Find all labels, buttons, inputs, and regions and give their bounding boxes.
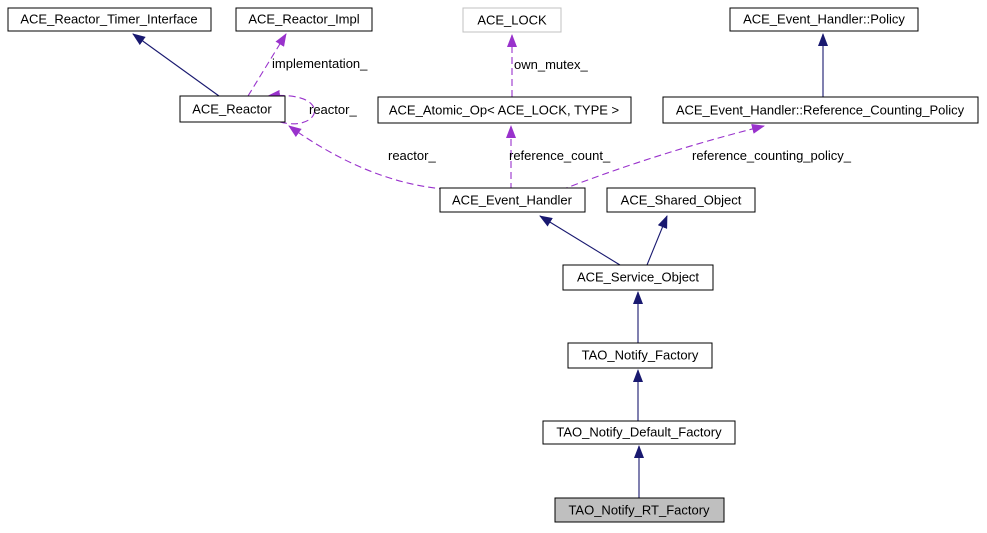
node-box — [567, 342, 713, 369]
node-label: ACE_Event_Handler — [452, 193, 573, 208]
edge-label-reactor-self: reactor_ — [309, 102, 357, 117]
node-box — [554, 497, 725, 523]
edges — [132, 33, 828, 498]
node-label: ACE_Atomic_Op< ACE_LOCK, TYPE > — [389, 103, 619, 118]
node-ace-reactor-timer-interface[interactable]: ACE_Reactor_Timer_Interface — [7, 7, 212, 32]
edge-usage-eventhandler-to-refcountpolicy — [560, 124, 765, 191]
node-label: TAO_Notify_Default_Factory — [556, 425, 722, 440]
node-ace-event-handler-reference-counting-policy[interactable]: ACE_Event_Handler::Reference_Counting_Po… — [662, 96, 979, 124]
edge-label-own-mutex: own_mutex_ — [514, 57, 588, 72]
node-label: ACE_Reactor — [192, 102, 272, 117]
node-box — [179, 95, 286, 123]
node-label: ACE_Reactor_Timer_Interface — [20, 12, 197, 27]
node-tao-notify-rt-factory: TAO_Notify_RT_Factory — [554, 497, 725, 523]
nodes: ACE_Reactor_Timer_Interface ACE_Reactor_… — [7, 7, 979, 523]
node-box — [7, 7, 212, 32]
edge-label-reference-counting-policy: reference_counting_policy_ — [692, 148, 852, 163]
node-ace-lock: ACE_LOCK — [462, 7, 562, 33]
edge-label-reactor: reactor_ — [388, 148, 436, 163]
node-label: ACE_Service_Object — [577, 270, 699, 285]
node-ace-atomic-op[interactable]: ACE_Atomic_Op< ACE_LOCK, TYPE > — [377, 96, 632, 124]
node-tao-notify-factory[interactable]: TAO_Notify_Factory — [567, 342, 713, 369]
node-box — [235, 7, 373, 32]
node-box — [462, 7, 562, 33]
node-ace-event-handler[interactable]: ACE_Event_Handler — [439, 187, 586, 213]
edge-label-implementation: implementation_ — [272, 56, 368, 71]
node-label: TAO_Notify_Factory — [582, 348, 699, 363]
node-box — [662, 96, 979, 124]
edge-usage-eventhandler-to-reactor — [288, 125, 469, 191]
edge-usage-reactor-self-loop — [267, 89, 315, 125]
node-ace-reactor-impl[interactable]: ACE_Reactor_Impl — [235, 7, 373, 32]
node-label: ACE_Shared_Object — [621, 193, 742, 208]
edge-inherit-serviceobject-to-eventhandler — [539, 215, 621, 266]
node-box — [729, 7, 919, 32]
node-box — [377, 96, 632, 124]
node-label: ACE_Event_Handler::Reference_Counting_Po… — [676, 103, 965, 118]
node-label: ACE_Reactor_Impl — [248, 12, 359, 27]
edge-inherit-reactor-to-timer-interface — [132, 33, 220, 97]
edge-labels: implementation_ own_mutex_ reactor_ reac… — [272, 56, 852, 163]
edge-inherit-serviceobject-to-sharedobject — [646, 215, 668, 266]
node-box — [542, 420, 736, 445]
node-tao-notify-default-factory[interactable]: TAO_Notify_Default_Factory — [542, 420, 736, 445]
node-label: ACE_Event_Handler::Policy — [743, 12, 905, 27]
node-label: ACE_LOCK — [477, 13, 547, 28]
node-ace-reactor[interactable]: ACE_Reactor — [179, 95, 286, 123]
node-ace-event-handler-policy[interactable]: ACE_Event_Handler::Policy — [729, 7, 919, 32]
node-ace-service-object[interactable]: ACE_Service_Object — [562, 264, 714, 291]
edge-label-reference-count: reference_count_ — [509, 148, 611, 163]
node-ace-shared-object[interactable]: ACE_Shared_Object — [606, 187, 756, 213]
node-box — [439, 187, 586, 213]
edge-usage-reactor-to-reactorimpl — [247, 33, 287, 97]
node-box — [606, 187, 756, 213]
node-label: TAO_Notify_RT_Factory — [568, 503, 710, 518]
node-box — [562, 264, 714, 291]
